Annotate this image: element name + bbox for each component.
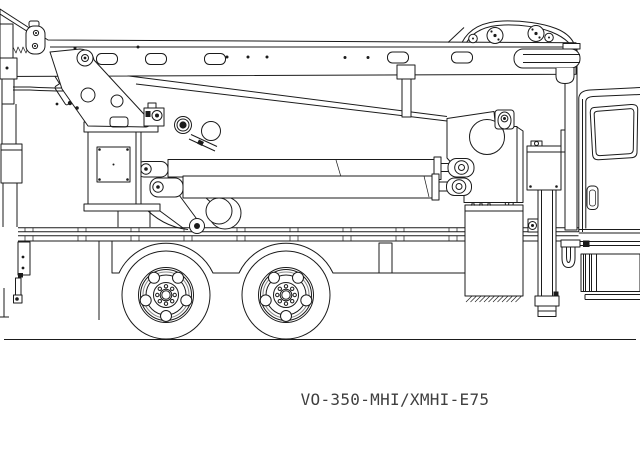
mast-saddle xyxy=(555,68,575,84)
door-handle xyxy=(586,185,599,210)
leveling-link-plate xyxy=(25,20,46,55)
sheave-guard xyxy=(447,20,574,44)
cab-window xyxy=(589,103,639,161)
lift-cylinder-lower xyxy=(149,173,452,201)
jib-tube xyxy=(513,43,581,69)
outrigger-leg xyxy=(527,189,560,317)
boom-hand-hole xyxy=(204,53,226,65)
cab-sill xyxy=(578,229,640,246)
coiled-hose xyxy=(12,46,29,54)
jib-mount-brackets xyxy=(0,20,65,105)
model-label: VO-350-MHI/XMHI-E75 xyxy=(301,390,490,409)
rear-outrigger-stowed xyxy=(0,104,31,318)
rear-wheel xyxy=(241,250,331,340)
boom-hand-hole xyxy=(451,51,473,64)
slew-motor-block xyxy=(143,102,165,127)
cab-step-box xyxy=(580,253,640,300)
turret xyxy=(446,109,524,203)
boom-base-plate xyxy=(49,48,221,152)
chassis-frame-rails xyxy=(18,227,579,242)
truck-cab xyxy=(578,87,640,300)
exhaust-bend xyxy=(560,129,581,268)
boom-hand-hole xyxy=(145,53,167,65)
turret-base-box xyxy=(464,204,524,303)
boom-hand-hole xyxy=(387,51,409,64)
rear-wheel xyxy=(121,250,211,340)
outrigger-foot xyxy=(534,295,560,307)
lower-boom-pivot xyxy=(201,121,221,141)
cab-roof xyxy=(578,87,640,102)
boom-hand-hole xyxy=(96,53,118,65)
boom-rest-post xyxy=(396,64,416,118)
control-box xyxy=(526,140,562,191)
rear-fender-panel xyxy=(98,241,465,320)
lower-boom-tube xyxy=(128,75,448,122)
knuckle-linkage xyxy=(140,177,242,234)
frame-bracket xyxy=(378,242,393,274)
rear-wheels xyxy=(121,250,331,340)
